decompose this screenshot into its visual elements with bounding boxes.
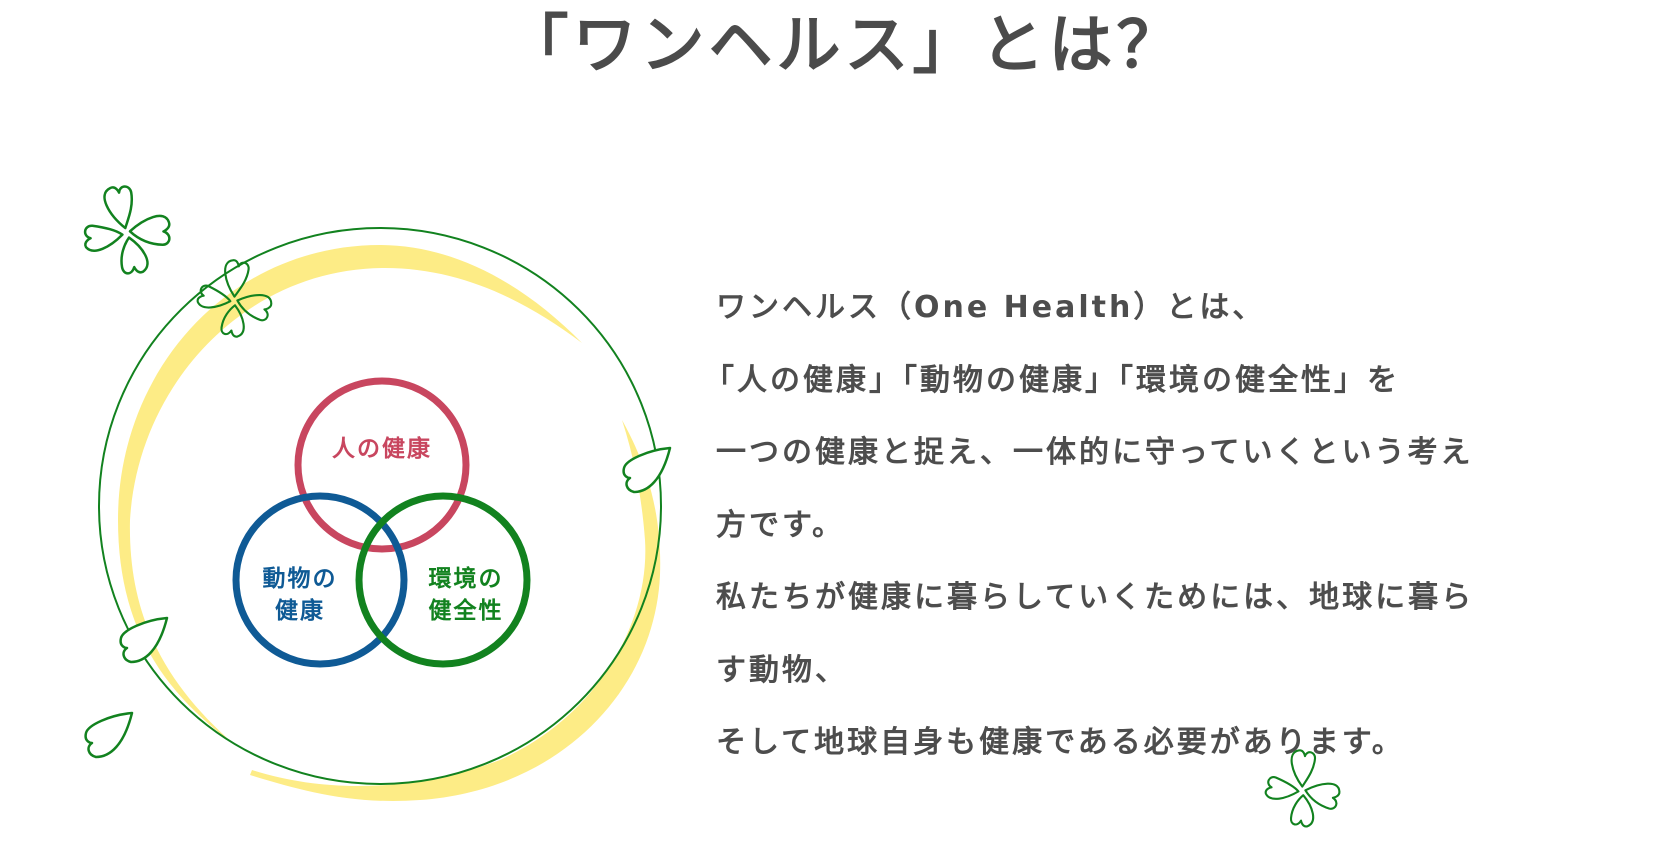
clover-icon: [196, 259, 273, 338]
venn-circle-human: [294, 377, 470, 553]
description-line: ワンヘルス（One Health）とは、: [716, 290, 1266, 325]
venn-label-animal: 動物の 健康: [262, 566, 338, 624]
venn-label-human: 人の健康: [332, 436, 432, 462]
description-line: 方です。: [716, 507, 845, 543]
venn-circle-animal: [232, 492, 408, 668]
venn-label-environment: 環境の 健全性: [428, 566, 504, 624]
illustration-graphic: [83, 185, 672, 801]
petal-icon: [84, 711, 134, 759]
clover-icon: [1264, 749, 1341, 828]
yellow-band: [118, 245, 582, 745]
description-line: そして地球自身も健康である必要があります。: [716, 725, 1405, 760]
description-line: 私たちが健康に暮らしていくためには、地球に暮ら: [716, 580, 1475, 615]
description-line: 一つの健康と捉え、一体的に守っていくという考え: [716, 435, 1474, 470]
outer-circle: [98, 227, 662, 785]
description-line: す動物、: [716, 652, 848, 688]
one-health-illustration: 人の健康 動物の 健康 環境の 健全性: [0, 150, 700, 848]
description-text: ワンヘルス（One Health）とは、 「人の健康」「動物の健康」「環境の健全…: [704, 272, 1669, 780]
venn-circle-environment: [355, 492, 531, 668]
petal-icon: [119, 616, 169, 664]
description-line: 「人の健康」「動物の健康」「環境の健全性」を: [704, 362, 1400, 398]
page-title: 「ワンヘルス」とは？: [504, 9, 1185, 83]
petal-icon: [622, 446, 672, 494]
clover-icon: [83, 185, 171, 275]
